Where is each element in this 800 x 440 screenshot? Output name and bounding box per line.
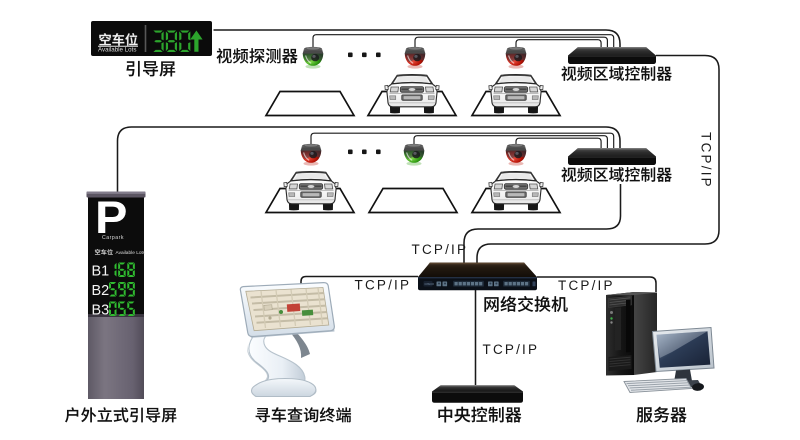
svg-text:Carpark: Carpark — [102, 235, 124, 241]
svg-text:TCP/IP: TCP/IP — [355, 278, 412, 293]
svg-text:TCP/IP: TCP/IP — [412, 242, 469, 257]
svg-text:B3: B3 — [92, 303, 110, 319]
svg-text:Available Lots: Available Lots — [98, 47, 136, 54]
svg-text:CISCO: CISCO — [425, 282, 435, 286]
svg-text:Available Lots: Available Lots — [116, 250, 146, 256]
svg-text:B2: B2 — [92, 283, 110, 299]
svg-text:TCP/IP: TCP/IP — [558, 278, 615, 293]
svg-text:TCP/IP: TCP/IP — [698, 132, 713, 189]
svg-text:TCP/IP: TCP/IP — [483, 342, 540, 357]
svg-text:P: P — [95, 193, 127, 243]
svg-text:B1: B1 — [92, 264, 110, 280]
